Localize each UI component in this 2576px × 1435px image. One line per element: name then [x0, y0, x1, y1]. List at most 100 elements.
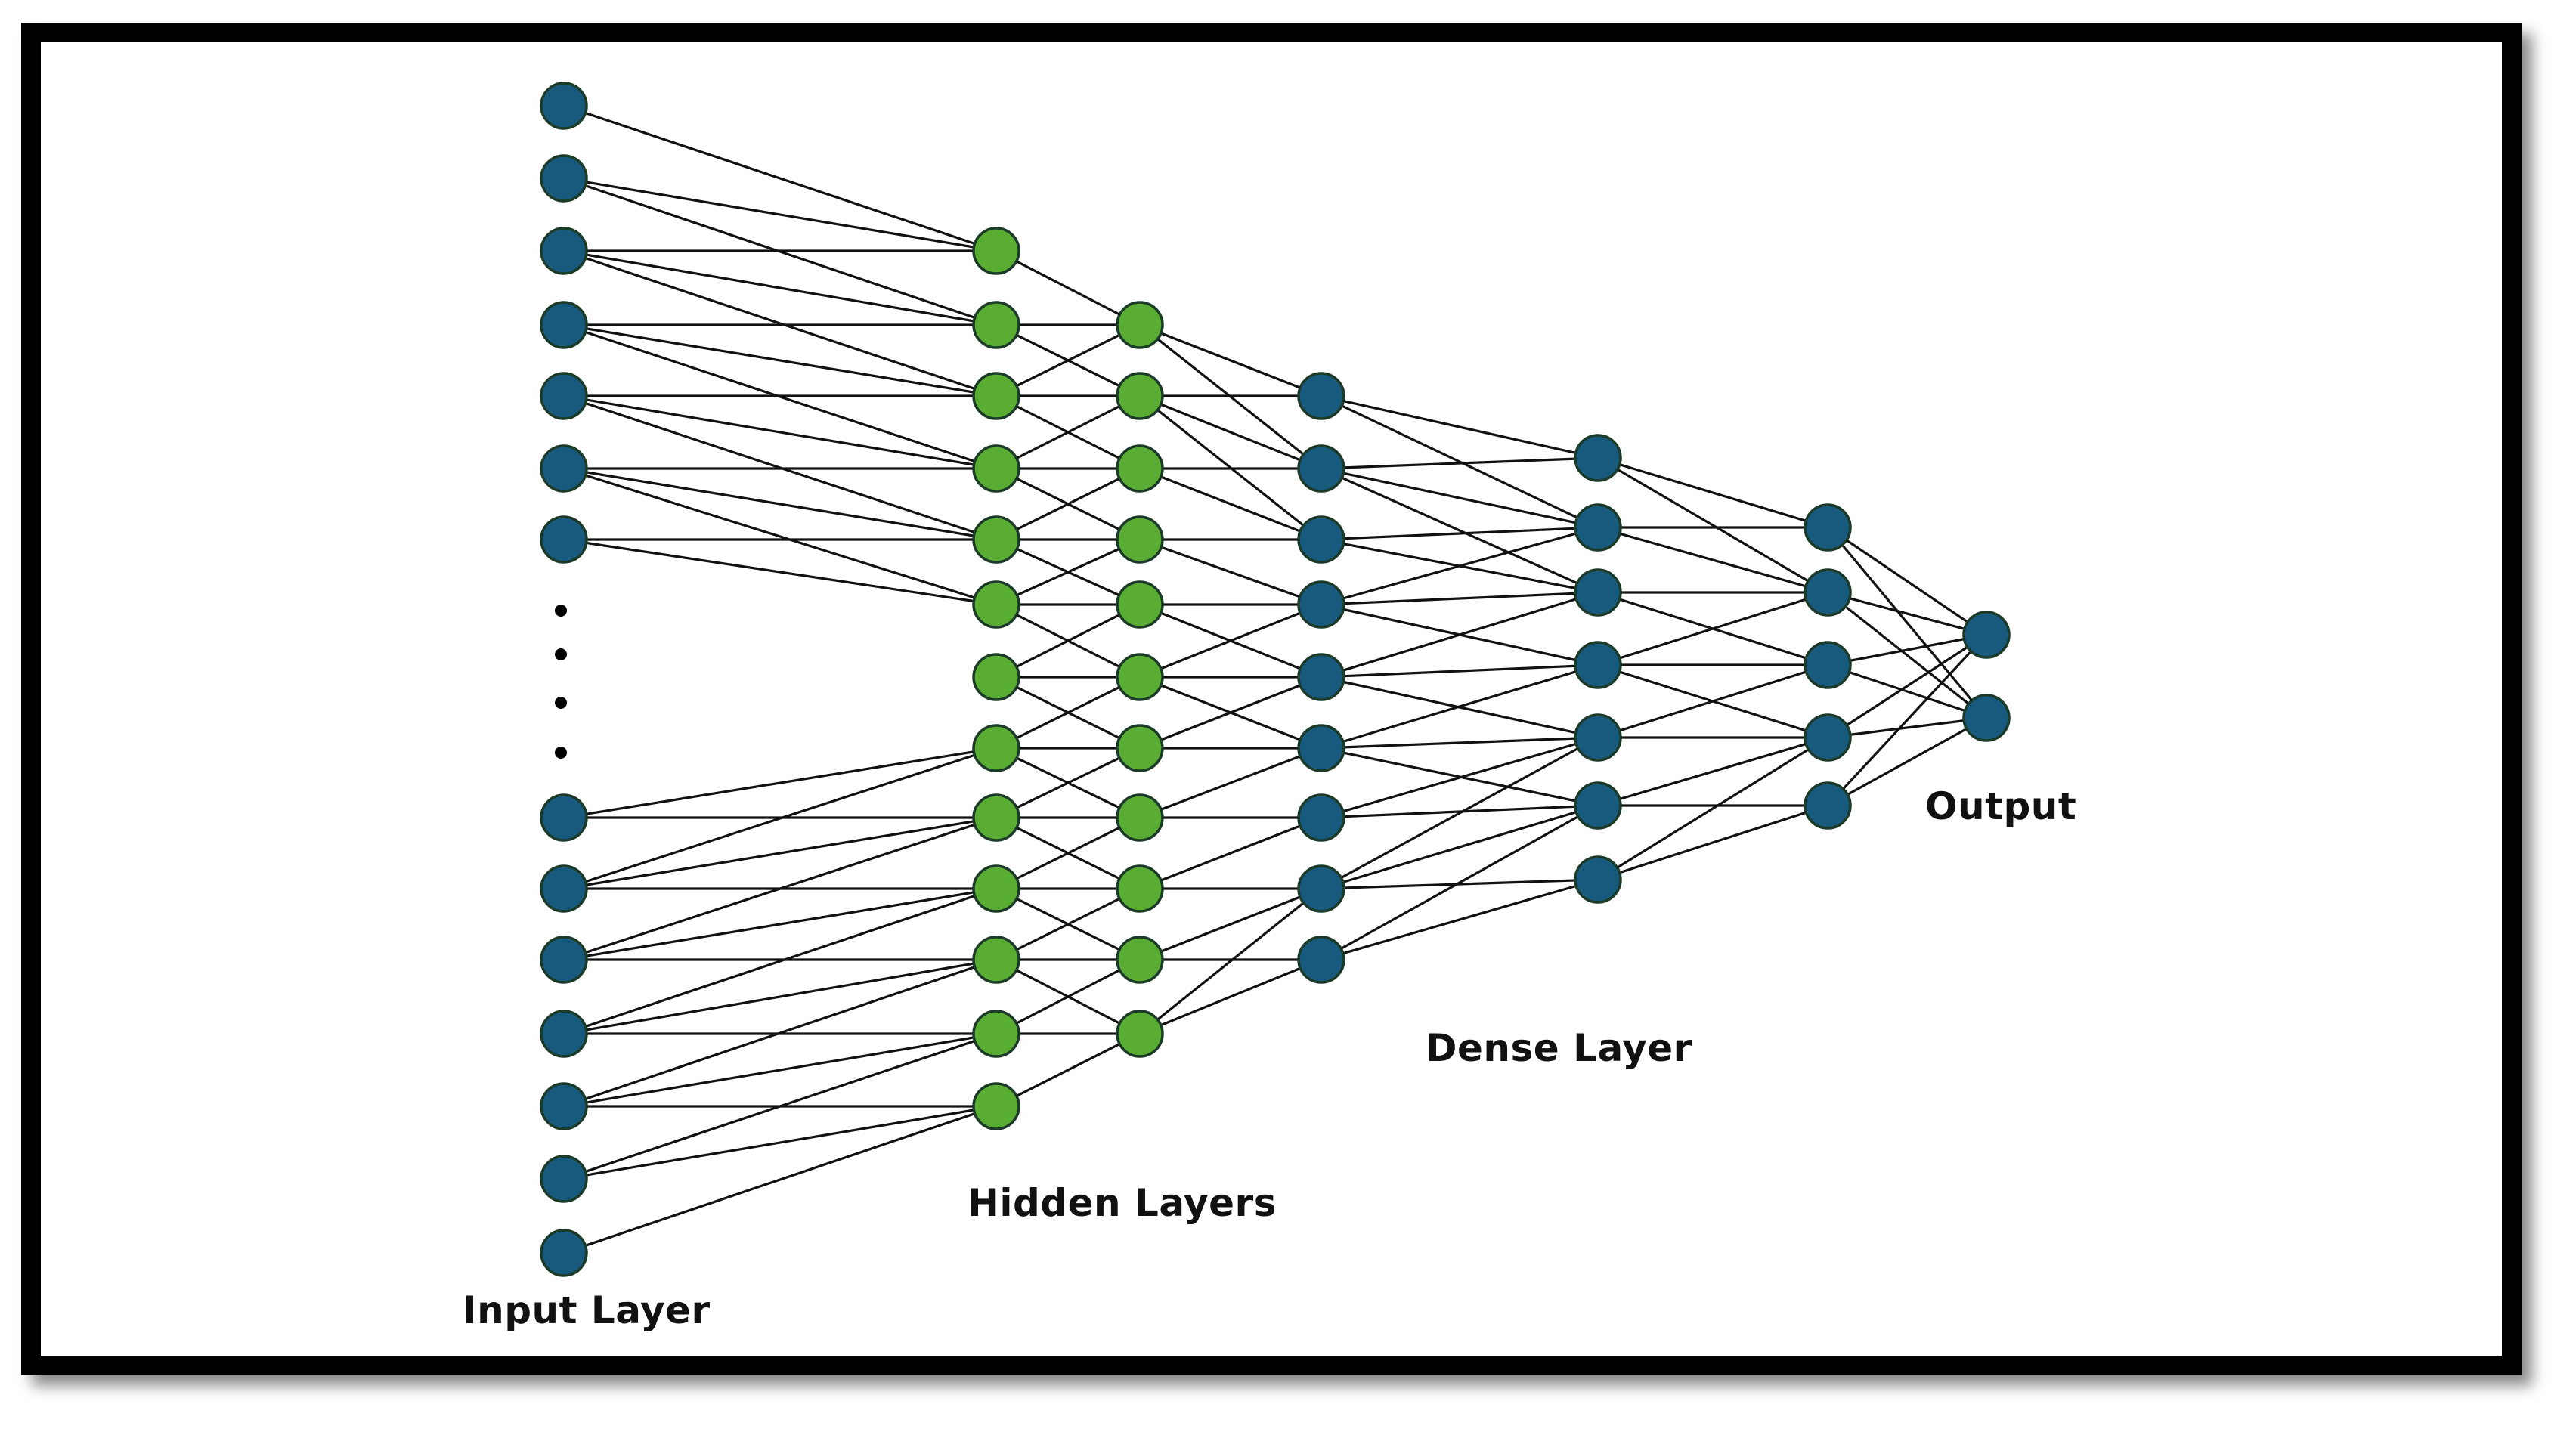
edge-dense3-output: [1827, 591, 1987, 719]
edge-hidden1-hidden2: [995, 816, 1141, 890]
input-ellipsis: [555, 605, 567, 759]
hidden-layer-1-node: [972, 372, 1020, 420]
ellipsis-dot: [555, 697, 567, 709]
edge-input-hidden1: [563, 394, 997, 470]
edge-dense3-output: [1826, 633, 1988, 807]
edge-input-hidden1: [563, 958, 997, 1108]
edge-input-hidden1: [563, 1032, 997, 1180]
edge-dense1-dense2: [1321, 663, 1599, 750]
dense-layer-1-node: [1297, 580, 1345, 629]
edge-dense3-output: [1827, 526, 1987, 636]
edge-input-hidden1: [563, 747, 997, 819]
dense-layer-1-node: [1297, 936, 1345, 984]
edge-dense2-dense3: [1597, 663, 1828, 739]
edge-hidden1-hidden2: [995, 538, 1141, 606]
hidden-layer-2-node: [1116, 864, 1164, 913]
edge-hidden2-dense1: [1139, 958, 1322, 1035]
dense-layer-1-node: [1297, 724, 1345, 772]
hidden-layer-1-node: [972, 1082, 1020, 1130]
dense-layer-3-node: [1804, 503, 1852, 552]
hidden-layer-2-node: [1116, 936, 1164, 984]
edge-hidden2-dense1: [1139, 676, 1322, 750]
neurons: [540, 82, 2011, 1277]
hidden-layer-1-node: [972, 653, 1020, 701]
hidden-layer-1-node: [972, 444, 1020, 493]
edge-dense2-dense3: [1597, 736, 1828, 807]
dense-layer-2-node: [1574, 781, 1622, 830]
edge-dense3-output: [1827, 633, 1987, 666]
edge-dense2-dense3: [1597, 526, 1828, 594]
hidden-layer-1-node: [972, 301, 1020, 349]
input-layer-node: [540, 1082, 588, 1130]
edge-input-hidden1: [563, 323, 997, 397]
input-layer-node: [540, 1010, 588, 1058]
hidden-layer-2-node: [1116, 793, 1164, 842]
dense-layer-1-node: [1297, 444, 1345, 493]
edge-dense1-dense2: [1321, 736, 1599, 890]
ellipsis-dot: [555, 747, 567, 759]
edge-input-hidden1: [563, 887, 997, 1035]
edge-dense1-dense2: [1321, 456, 1599, 470]
edge-input-hidden1: [563, 1105, 997, 1254]
input-layer-node: [540, 1155, 588, 1203]
input-layer-label: Input Layer: [463, 1288, 711, 1332]
edge-hidden1-hidden2: [995, 394, 1141, 470]
edge-dense1-dense2: [1321, 467, 1599, 594]
edge-hidden1-hidden2: [995, 249, 1141, 326]
hidden-layer-1-node: [972, 724, 1020, 772]
hidden-layer-2-node: [1116, 653, 1164, 701]
hidden-layer-1-node: [972, 793, 1020, 842]
edge-dense1-dense2: [1321, 804, 1599, 961]
input-layer-node: [540, 793, 588, 842]
edge-dense2-dense3: [1597, 456, 1828, 529]
ellipsis-dot: [555, 648, 567, 660]
edge-input-hidden1: [563, 1032, 997, 1108]
edge-hidden1-hidden2: [995, 603, 1141, 679]
edge-dense3-output: [1827, 591, 1987, 636]
hidden-layer-2-node: [1116, 580, 1164, 629]
input-layer-node: [540, 864, 588, 913]
edge-dense1-dense2: [1321, 394, 1599, 529]
edge-dense1-dense2: [1321, 878, 1599, 890]
dense-layer-1-node: [1297, 372, 1345, 420]
dense-layer-3-node: [1804, 713, 1852, 762]
edge-input-hidden1: [563, 177, 997, 252]
edge-dense2-dense3: [1597, 591, 1828, 666]
edge-dense1-dense2: [1321, 591, 1599, 679]
input-layer-node: [540, 82, 588, 130]
edge-dense2-dense3: [1597, 804, 1828, 881]
hidden-layer-1-node: [972, 864, 1020, 913]
edge-input-hidden1: [563, 816, 997, 890]
input-layer-node: [540, 444, 588, 493]
edge-dense1-dense2: [1321, 526, 1599, 606]
edge-hidden1-hidden2: [995, 467, 1141, 541]
dense-layer-2-node: [1574, 713, 1622, 762]
edge-dense1-dense2: [1321, 736, 1599, 819]
dense-layer-1-node: [1297, 864, 1345, 913]
dense-layer-1-node: [1297, 793, 1345, 842]
dense-layer-2-node: [1574, 641, 1622, 689]
edge-hidden1-hidden2: [995, 887, 1141, 961]
hidden-layers-label: Hidden Layers: [968, 1181, 1277, 1225]
edge-hidden1-hidden2: [995, 958, 1141, 1035]
output-label: Output: [1925, 784, 2077, 828]
edge-hidden2-dense1: [1139, 538, 1322, 606]
edge-dense2-dense3: [1597, 456, 1828, 594]
hidden-layer-2-node: [1116, 444, 1164, 493]
input-layer-node: [540, 301, 588, 349]
hidden-layer-2-node: [1116, 515, 1164, 564]
hidden-layer-2-node: [1116, 724, 1164, 772]
dense-layer-2-node: [1574, 568, 1622, 617]
edge-input-hidden1: [563, 747, 997, 890]
edge-dense1-dense2: [1321, 663, 1599, 679]
hidden-layer-1-node: [972, 936, 1020, 984]
edge-dense1-dense2: [1321, 804, 1599, 890]
hidden-layer-1-node: [972, 515, 1020, 564]
dense-layer-3-node: [1804, 781, 1852, 830]
edge-dense3-output: [1827, 633, 1987, 739]
edge-hidden1-hidden2: [995, 747, 1141, 819]
dense-layer-3-node: [1804, 641, 1852, 689]
input-layer-node: [540, 154, 588, 203]
output-layer-node: [1962, 611, 2011, 659]
